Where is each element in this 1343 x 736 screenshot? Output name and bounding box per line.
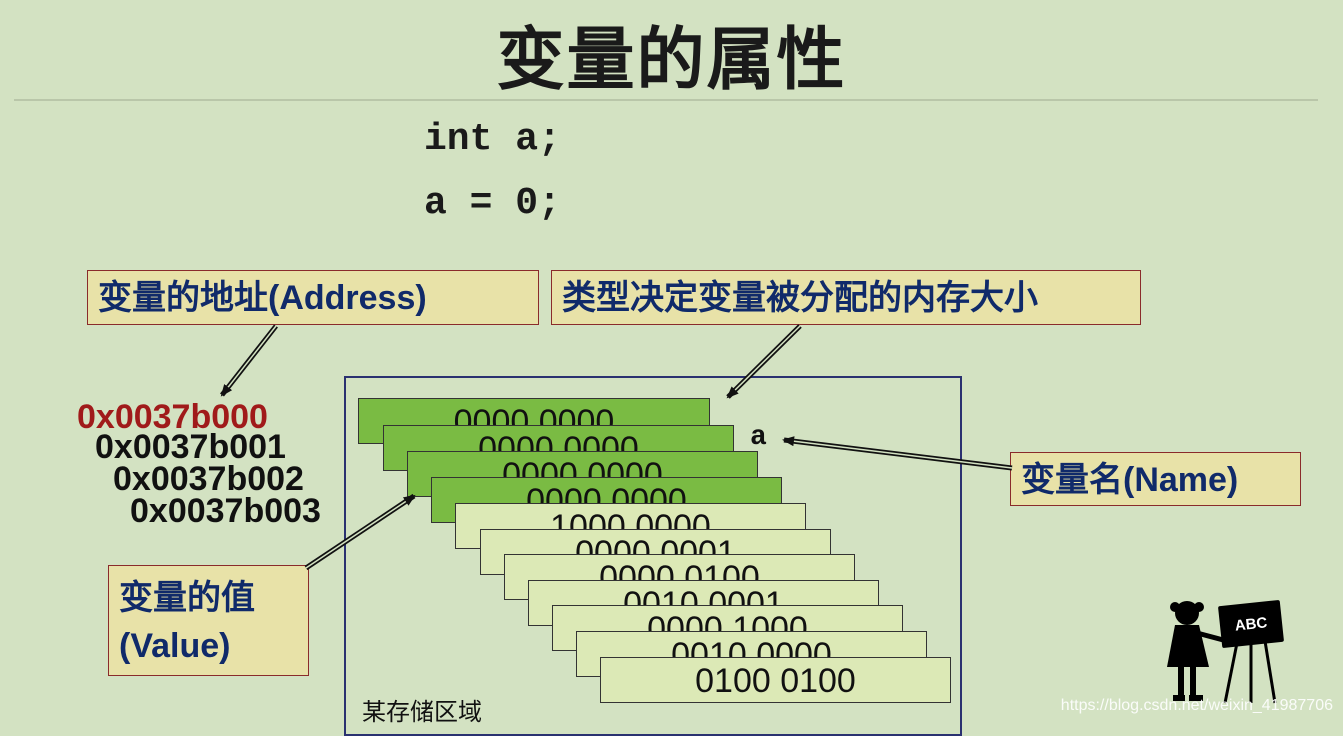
variable-name-a: a bbox=[750, 422, 767, 453]
memory-byte-10: 0100 0100 bbox=[600, 657, 951, 703]
svg-text:ABC: ABC bbox=[1234, 614, 1268, 634]
page-title: 变量的属性 bbox=[496, 21, 847, 100]
arrow-type-size bbox=[726, 324, 802, 399]
arrow-name bbox=[782, 436, 1013, 471]
value-label-line2: (Value) bbox=[119, 627, 231, 665]
memory-region-label: 某存储区域 bbox=[362, 698, 482, 726]
watermark: https://blog.csdn.net/weixin_41987706 bbox=[1060, 697, 1333, 714]
title-divider bbox=[14, 99, 1318, 101]
code-line-assignment: a = 0; bbox=[424, 182, 561, 225]
value-label-line1: 变量的值 bbox=[119, 579, 255, 617]
address-2: 0x0037b002 bbox=[113, 460, 304, 498]
type-size-label: 类型决定变量被分配的内存大小 bbox=[551, 270, 1141, 325]
address-0: 0x0037b000 bbox=[77, 398, 268, 436]
arrow-address bbox=[220, 324, 278, 397]
address-label: 变量的地址(Address) bbox=[87, 270, 539, 325]
code-line-declaration: int a; bbox=[424, 118, 561, 161]
value-label: 变量的值 (Value) bbox=[108, 565, 309, 676]
name-label: 变量名(Name) bbox=[1010, 452, 1301, 506]
teacher-clipart-icon: ABC bbox=[1167, 600, 1284, 704]
address-1: 0x0037b001 bbox=[95, 428, 286, 466]
arrow-value bbox=[304, 493, 416, 571]
address-3: 0x0037b003 bbox=[130, 492, 321, 530]
